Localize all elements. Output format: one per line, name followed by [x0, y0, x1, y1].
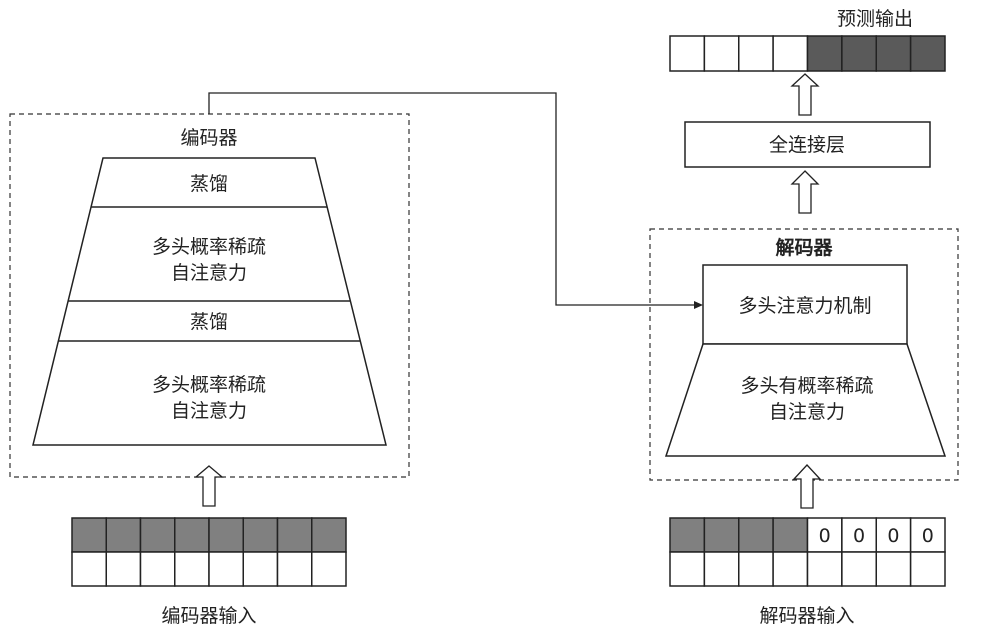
encoder-input-arrow-icon [194, 465, 224, 507]
input-cell-row2 [841, 551, 877, 587]
decoder-self-attention-line1: 多头有概率稀疏 [740, 375, 873, 397]
input-cell-row2 [738, 551, 774, 587]
encoder-title: 编码器 [180, 127, 237, 149]
connector-arrowhead-icon [694, 301, 703, 309]
encoder-distilling-layer-1: 蒸馏 [190, 173, 228, 195]
decoder-to-fc-arrow-icon [790, 170, 820, 214]
decoder-input-arrow-icon [792, 464, 822, 509]
input-cell-row1 [242, 517, 279, 553]
prediction-output-grid [669, 35, 946, 72]
input-cell-row2 [139, 551, 176, 587]
input-cell-row1 [311, 517, 347, 553]
input-cell-row1 [71, 517, 107, 553]
grid-cell-value: 0 [819, 525, 831, 547]
input-cell-row1 [772, 517, 809, 553]
input-cell-row2 [806, 551, 843, 587]
input-cell-row2 [703, 551, 740, 587]
decoder-input-label: 解码器输入 [759, 605, 854, 627]
input-cell-row2 [276, 551, 313, 587]
encoder-to-decoder-connector [208, 92, 696, 306]
input-cell-row2 [875, 551, 912, 587]
input-cell-row1 [174, 517, 210, 553]
output-cell [703, 35, 740, 72]
input-cell-row1 [139, 517, 176, 553]
decoder-self-attention-trapezoid [664, 343, 947, 457]
grid-cell-value: 0 [853, 525, 865, 547]
grid-cell-value: 0 [887, 525, 899, 547]
input-cell-row2 [242, 551, 279, 587]
output-cell [738, 35, 774, 72]
input-cell-row2 [174, 551, 210, 587]
encoder-input-label: 编码器输入 [161, 605, 256, 627]
decoder-multihead-attention-label: 多头注意力机制 [738, 295, 871, 317]
output-cell [841, 35, 877, 72]
input-cell-row2 [909, 551, 946, 587]
input-cell-row1 [276, 517, 313, 553]
grid-cell-value: 0 [922, 525, 934, 547]
encoder-distilling-layer-2: 蒸馏 [190, 311, 228, 333]
output-cell [909, 35, 946, 72]
encoder-attention-layer-1-line2: 自注意力 [171, 262, 247, 284]
encoder-attention-layer-2-line1: 多头概率稀疏 [152, 374, 266, 396]
input-cell-row1 [208, 517, 244, 553]
input-cell-row2 [311, 551, 347, 587]
encoder-attention-layer-1-line1: 多头概率稀疏 [152, 236, 266, 258]
input-cell-row1 [669, 517, 706, 553]
decoder-self-attention-line2: 自注意力 [769, 401, 845, 423]
fc-layer-label: 全连接层 [769, 134, 845, 156]
decoder-title: 解码器 [775, 236, 833, 259]
fc-layer-box [684, 121, 931, 168]
output-cell [875, 35, 912, 72]
output-cell [669, 35, 706, 72]
output-title: 预测输出 [837, 8, 913, 30]
input-cell-row2 [669, 551, 706, 587]
input-cell-row1 [105, 517, 142, 553]
input-cell-row1 [738, 517, 774, 553]
input-cell-row2 [105, 551, 142, 587]
input-cell-row2 [208, 551, 244, 587]
encoder-input-grid [71, 517, 347, 587]
input-cell-row1 [703, 517, 740, 553]
fc-to-output-arrow-icon [790, 73, 820, 116]
input-cell-row2 [71, 551, 107, 587]
input-cell-row2 [772, 551, 809, 587]
encoder-attention-layer-2-line2: 自注意力 [171, 400, 247, 422]
output-cell [772, 35, 809, 72]
output-cell [806, 35, 843, 72]
